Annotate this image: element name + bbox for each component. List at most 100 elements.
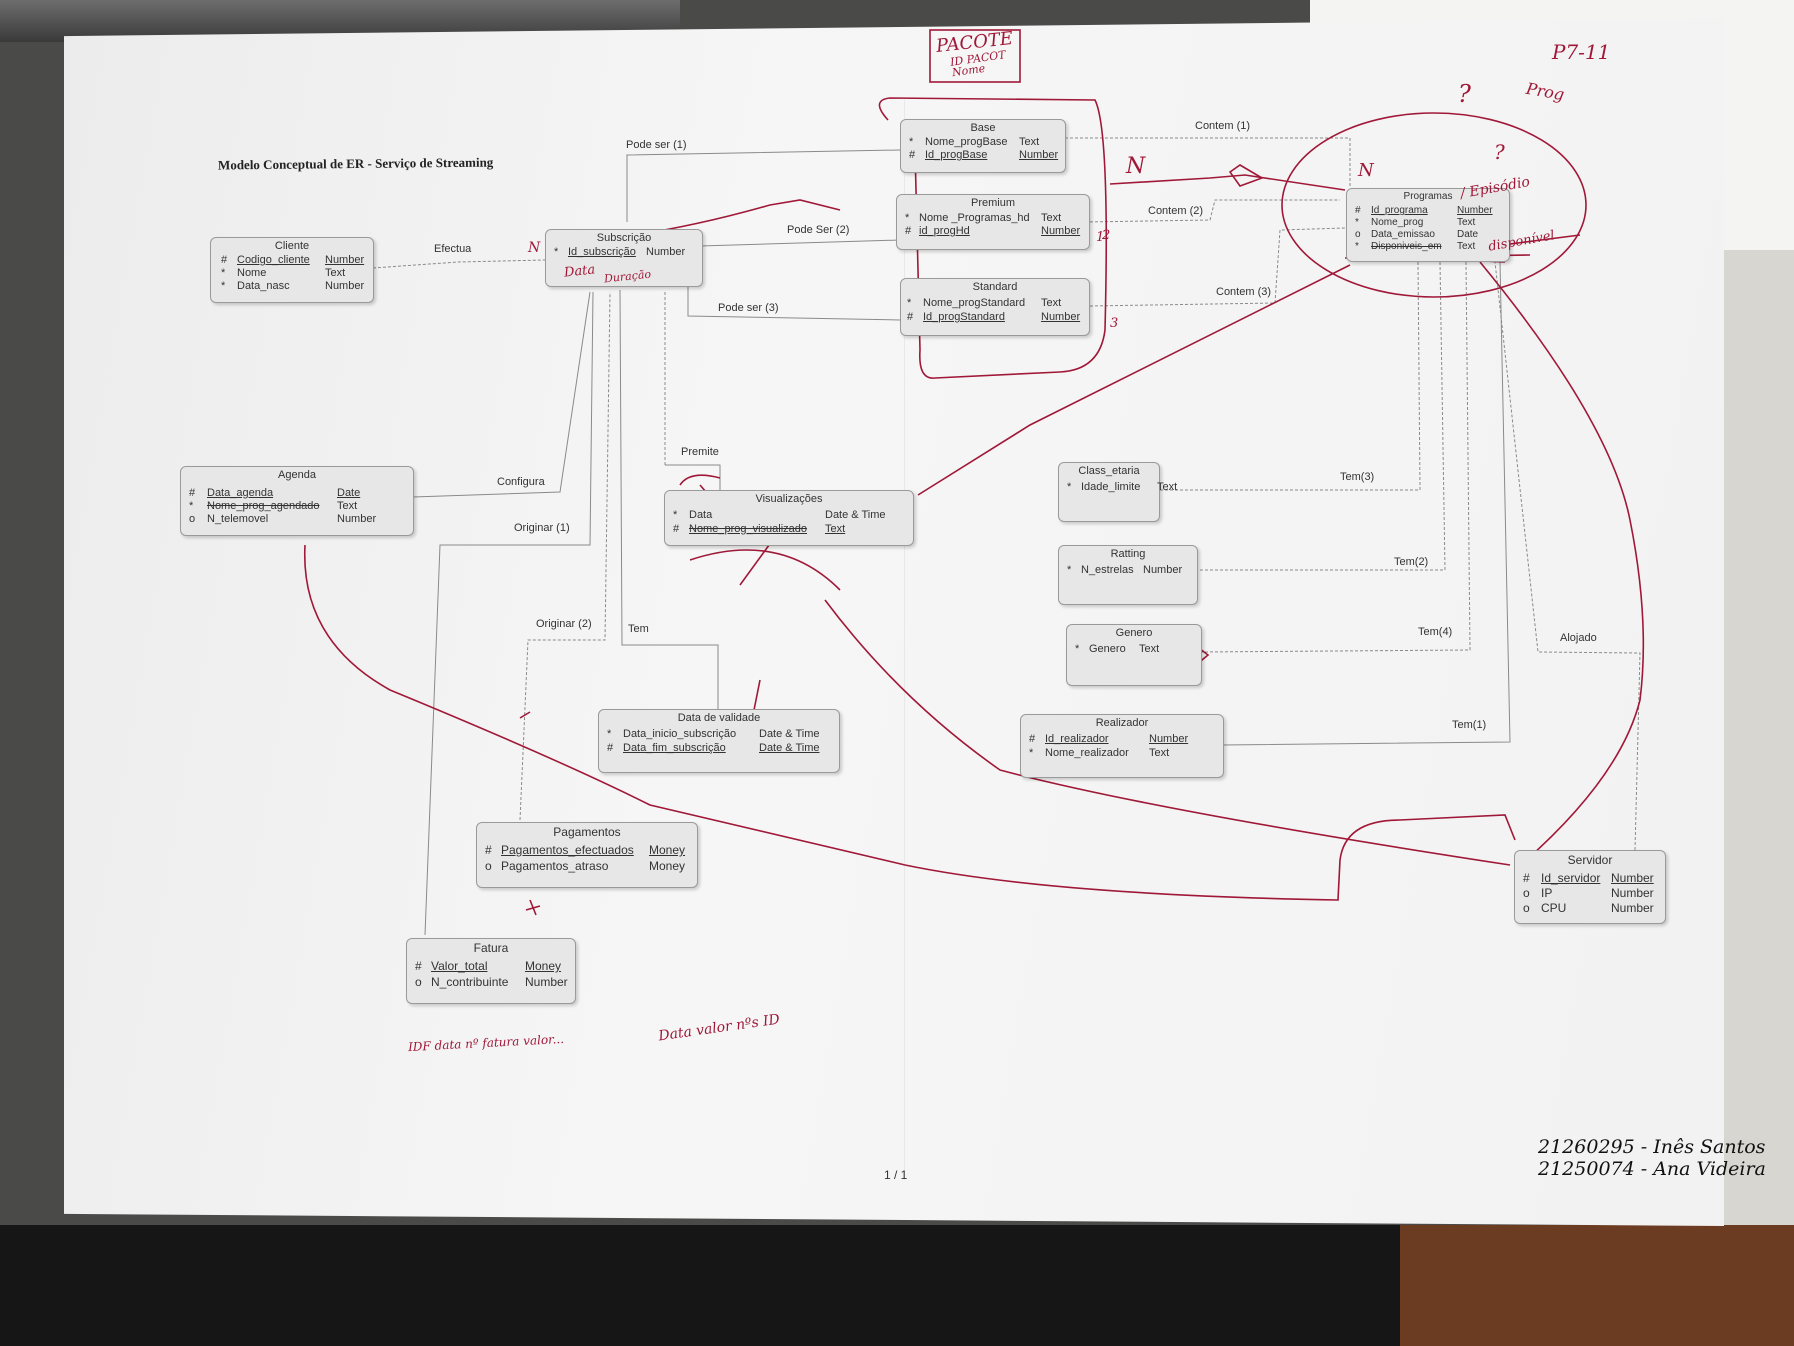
attr-name: CPU (1541, 901, 1567, 915)
line-originar-1 (424, 291, 594, 936)
attr-mark: * (554, 246, 559, 258)
attr-name: Data_emissao (1371, 229, 1435, 240)
attr-name: N_telemovel (207, 513, 269, 525)
attr-name: Id_realizador (1045, 733, 1109, 745)
hand-one: 1 (1096, 230, 1105, 245)
attr-type: Text (1149, 747, 1170, 759)
entity-data-validade: Data de validade * Data_inicio_subscriçã… (598, 709, 840, 773)
rel-originar-2: Originar (2) (536, 618, 592, 630)
attr-mark: # (673, 523, 680, 535)
entity-name: Servidor (1567, 853, 1613, 867)
entity-name: Data de validade (677, 712, 761, 724)
hand-three: 3 (1110, 316, 1119, 331)
attr-name: Data_fim_subscrição (623, 742, 726, 754)
page-number: 1 / 1 (884, 1168, 908, 1182)
entity-visualizacoes: Visualizações * Data Date & Time # Nome_… (664, 490, 914, 546)
rel-tem: Tem (628, 623, 649, 635)
line-contem-1 (1065, 137, 1351, 188)
line-tem (619, 289, 719, 710)
attr-name: Codigo_cliente (237, 254, 310, 266)
attr-type: Date & Time (825, 509, 886, 521)
line-contem-2 (1084, 199, 1340, 223)
attr-type: Number (1143, 564, 1183, 576)
attr-mark: # (909, 149, 916, 161)
rel-contem-3: Contem (3) (1216, 286, 1272, 298)
attr-name: Nome (237, 267, 267, 279)
attr-type: Number (1041, 225, 1081, 237)
entity-name: Fatura (473, 941, 509, 955)
rel-tem-1: Tem(1) (1452, 719, 1487, 731)
entity-name: Premium (970, 197, 1015, 209)
attr-type: Number (337, 513, 377, 525)
attr-type: Money (649, 859, 686, 873)
rel-alojado: Alojado (1560, 632, 1597, 644)
rel-pode-ser-2: Pode Ser (2) (787, 224, 850, 236)
attr-mark: * (221, 267, 226, 279)
entity-programas: Programas # Id_programa Number * Nome_pr… (1346, 188, 1510, 262)
desk-surface (1720, 250, 1794, 1230)
attr-name: Id_servidor (1541, 871, 1601, 885)
entity-subscricao: Subscrição * Id_subscrição Number (545, 229, 703, 287)
rel-premite: Premite (681, 446, 719, 458)
entity-pagamentos: Pagamentos # Pagamentos_efectuados Money… (476, 822, 698, 888)
rel-tem-4: Tem(4) (1418, 626, 1453, 638)
attr-name: Id_progStandard (923, 311, 1005, 323)
attr-name: Nome_realizador (1045, 747, 1129, 759)
attr-name: id_progHd (919, 225, 970, 237)
entity-name: Visualizações (755, 493, 823, 505)
attr-name: Data_nasc (237, 280, 290, 292)
attr-type: Number (1149, 733, 1189, 745)
attr-type: Text (1139, 643, 1160, 655)
attr-mark: # (189, 487, 196, 499)
rel-tem-2: Tem(2) (1394, 556, 1429, 568)
entity-premium: Premium * Nome _Programas_hd Text # id_p… (896, 194, 1090, 250)
attr-name: Id_progBase (925, 149, 988, 161)
entity-realizador: Realizador # Id_realizador Number * Nome… (1020, 714, 1224, 778)
rel-tem-3: Tem(3) (1340, 471, 1375, 483)
line-efectua (372, 259, 546, 269)
attr-type: Date & Time (759, 728, 820, 740)
attr-mark: * (1075, 643, 1080, 655)
attr-name: Data (689, 509, 713, 521)
hand-n-2: N (1358, 160, 1374, 181)
attr-mark: * (221, 280, 226, 292)
attr-type: Text (1457, 241, 1476, 252)
entity-name: Subscrição (596, 232, 652, 244)
attr-name: Nome_prog (1371, 217, 1424, 228)
attr-mark: # (1029, 733, 1036, 745)
rel-configura: Configura (497, 476, 545, 488)
diagram-title: Modelo Conceptual de ER - Serviço de Str… (217, 154, 494, 173)
wood-surface (1400, 1225, 1794, 1346)
attr-name: Nome_prog_visualizado (689, 523, 808, 535)
attr-mark: * (905, 212, 910, 224)
rel-pode-ser-1: Pode ser (1) (626, 139, 687, 151)
hand-n-1: N (1126, 154, 1146, 179)
entity-name: Programas (1403, 191, 1453, 202)
entity-name: Cliente (274, 240, 310, 252)
hand-question-1: ? (1458, 80, 1471, 108)
entity-name: Pagamentos (553, 825, 621, 839)
attr-type: Money (525, 959, 562, 973)
attr-type: Number (1457, 205, 1493, 216)
entity-servidor: Servidor # Id_servidor Number o IP Numbe… (1514, 850, 1666, 924)
attr-name: Nome_prog_agendado (207, 500, 320, 512)
attr-type: Number (525, 975, 568, 989)
attr-type: Date (1457, 229, 1479, 240)
attr-name: Pagamentos_atraso (501, 859, 609, 873)
attr-mark: o (1523, 886, 1530, 900)
attr-name: Nome_progStandard (923, 297, 1026, 309)
rel-pode-ser-3: Pode ser (3) (718, 302, 779, 314)
attr-mark: * (1355, 241, 1359, 252)
attr-mark: o (415, 975, 422, 989)
attr-name: Pagamentos_efectuados (501, 843, 634, 857)
attr-mark: # (1523, 871, 1530, 885)
attr-mark: * (189, 500, 194, 512)
attr-type: Number (325, 254, 365, 266)
attr-type: Number (325, 280, 365, 292)
attr-mark: * (1067, 564, 1072, 576)
hand-question-2: ? (1494, 140, 1505, 164)
attr-name: Data_agenda (207, 487, 274, 499)
entity-genero: Genero * Genero Text (1066, 624, 1202, 686)
entity-class-etaria: Class_etaria * Idade_limite Text (1058, 462, 1177, 522)
attr-mark: # (607, 742, 614, 754)
